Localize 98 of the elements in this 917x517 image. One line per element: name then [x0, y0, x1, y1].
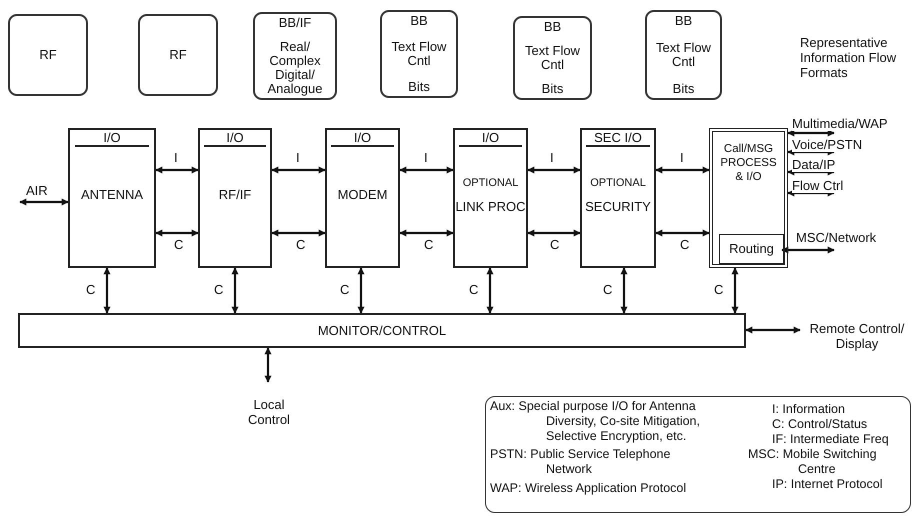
edge-label: I [680, 150, 684, 165]
edge-label: I [550, 150, 554, 165]
edge-label: MSC/Network [796, 230, 876, 245]
double-arrow [264, 347, 272, 383]
double-arrow [271, 230, 326, 236]
block-label: LINK PROC [455, 198, 526, 216]
format-label: BB [544, 20, 562, 34]
format-label: BB [410, 14, 428, 28]
format-label: RF [169, 48, 187, 62]
block-header: SEC I/O [586, 130, 650, 147]
double-arrow [155, 230, 199, 236]
block-label: SECURITY [585, 198, 651, 216]
abbreviation-note: IF: Intermediate Freq [772, 432, 890, 447]
process-block [68, 128, 156, 268]
edge-label: C [424, 237, 434, 252]
process-block [325, 128, 400, 268]
process-block [198, 128, 272, 268]
double-arrow [155, 166, 199, 174]
double-arrow [787, 168, 835, 176]
double-arrow [787, 130, 835, 136]
double-arrow [358, 267, 364, 314]
process-block [580, 128, 656, 268]
box-label: Routing [729, 242, 774, 256]
block-label: RF/IF [218, 187, 252, 203]
format-label: Bits [408, 80, 430, 94]
edge-label: C [296, 237, 306, 252]
block-label: MODEM [338, 187, 388, 203]
edge-label: C [174, 237, 184, 252]
block-header: I/O [459, 130, 522, 147]
format-label: BB/IF [278, 16, 312, 30]
format-label: Text Flow Cntl [524, 44, 581, 72]
block-header: I/O [331, 130, 394, 147]
bar-label: MONITOR/CONTROL [318, 323, 446, 338]
routing-box [719, 234, 784, 264]
abbreviation-note: Aux: Special purpose I/O for Antenna Diversity, Co-site Mitigation, Selective Encryption, etc. [490, 399, 701, 444]
edge-label: Voice/PSTN [792, 137, 862, 152]
format-box [138, 14, 218, 96]
notes-box [485, 396, 911, 513]
block-label: Call/MSG PROCESS & I/O [720, 143, 777, 183]
block-label: OPTIONAL [590, 177, 646, 189]
double-arrow [527, 166, 581, 174]
format-box [380, 10, 458, 98]
block-header: I/O [204, 130, 266, 147]
edge-label: C [714, 282, 724, 297]
double-arrow [104, 267, 110, 314]
abbreviation-note: C: Control/Status [772, 417, 868, 432]
double-arrow [732, 267, 738, 314]
process-block [709, 128, 788, 268]
format-label: BB [674, 14, 692, 28]
edge-label: C [603, 282, 612, 297]
control-bar [18, 313, 746, 348]
double-arrow [781, 246, 835, 254]
edge-label: C [469, 282, 478, 297]
double-arrow [620, 267, 628, 314]
edge-label: I [296, 150, 300, 165]
edge-label: C [340, 282, 350, 297]
edge-label: I [174, 150, 178, 165]
format-label: Real/ Complex Digital/ Analogue [266, 40, 324, 96]
block-label: OPTIONAL [462, 177, 518, 189]
edge-label: C [214, 282, 224, 297]
process-block [453, 128, 528, 268]
double-arrow [787, 190, 835, 196]
abbreviation-note: MSC: Mobile Switching Centre [748, 447, 878, 477]
edge-label: Multimedia/WAP [792, 116, 888, 131]
double-arrow [787, 148, 835, 156]
abbreviation-note: IP: Internet Protocol [772, 477, 884, 492]
edge-label: C [550, 237, 560, 252]
abbreviation-note: PSTN: Public Service Telephone Network [490, 447, 672, 477]
double-arrow [655, 230, 710, 236]
edge-label: C [86, 282, 96, 297]
double-arrow [19, 198, 69, 206]
format-label: RF [39, 48, 57, 62]
double-arrow [271, 166, 326, 174]
format-label: Text Flow Cntl [390, 40, 448, 68]
edge-label: C [680, 237, 690, 252]
edge-label: AIR [26, 183, 48, 198]
format-label: Text Flow Cntl [655, 41, 712, 69]
abbreviation-note: I: Information [772, 402, 846, 417]
format-label: Bits [542, 82, 564, 96]
abbreviation-note: WAP: Wireless Application Protocol [490, 481, 688, 496]
format-box [253, 12, 337, 100]
block-label: ANTENNA [80, 187, 144, 203]
double-arrow [486, 267, 494, 314]
double-arrow [232, 267, 238, 314]
double-arrow [399, 230, 454, 236]
format-label: Bits [672, 82, 694, 96]
double-arrow [527, 230, 581, 236]
edge-label: Data/IP [792, 157, 836, 172]
double-arrow [399, 166, 454, 174]
format-box [513, 16, 592, 100]
format-box [8, 14, 88, 96]
edge-label: Flow Ctrl [792, 178, 844, 193]
block-header: I/O [75, 130, 149, 147]
format-box [645, 10, 722, 100]
edge-label: I [424, 150, 428, 165]
caption-text: Representative Information Flow Formats [800, 35, 898, 80]
double-arrow [655, 166, 710, 174]
double-arrow [745, 326, 801, 334]
